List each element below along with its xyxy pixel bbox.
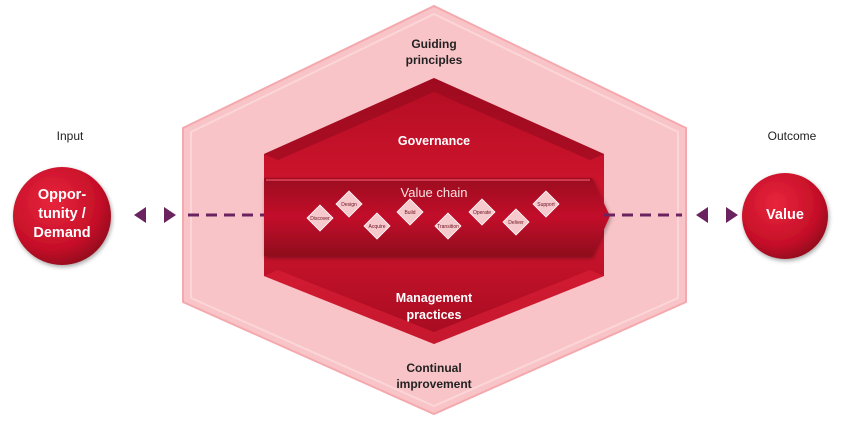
- activity-label: Acquire: [369, 224, 386, 230]
- outcome-heading: Outcome: [767, 129, 817, 143]
- management-practices-label: Management practices: [396, 290, 472, 324]
- input-heading: Input: [56, 129, 84, 143]
- activity-label: Support: [537, 202, 555, 208]
- activity-label: Operate: [473, 210, 491, 216]
- activity-label: Discover: [310, 216, 330, 222]
- outer-hexagon-inner-edge: [190, 12, 679, 408]
- activity-label: Transition: [437, 224, 459, 230]
- activity-diamond: [502, 208, 530, 236]
- guiding-principles-line-1: Guiding: [411, 37, 457, 51]
- input-arrow-right-icon: [164, 207, 176, 223]
- outcome-circle-label: Value: [766, 207, 804, 223]
- input-circle-line-2: tunity /: [38, 206, 86, 222]
- management-practices-line-1: Management: [395, 291, 473, 305]
- guiding-principles-label: Guiding principles: [406, 36, 463, 68]
- continual-improvement-line-1: Continual: [406, 361, 462, 375]
- activity-diamond: [306, 204, 334, 232]
- continual-improvement-line-2: improvement: [396, 377, 472, 391]
- guiding-principles-line-2: principles: [405, 53, 463, 67]
- activity-diamond: [335, 190, 363, 218]
- activity-label: Build: [404, 210, 415, 216]
- input-circle-line-1: Oppor-: [37, 187, 87, 203]
- outcome-arrow-left-icon: [696, 207, 708, 223]
- input-circle-label: Oppor- tunity / Demand: [33, 186, 90, 243]
- input-circle: [13, 167, 111, 265]
- outcome-circle: [742, 173, 828, 259]
- governance-label: Governance: [397, 134, 471, 148]
- activity-diamond: [532, 190, 560, 218]
- value-chain-title: Value chain: [400, 185, 468, 200]
- activity-diamond: [434, 212, 462, 240]
- input-circle-line-3: Demand: [33, 225, 91, 241]
- activity-label: Design: [341, 202, 357, 208]
- management-practices-line-2: practices: [406, 308, 462, 322]
- input-arrow-left-icon: [134, 207, 146, 223]
- activity-diamond: [396, 198, 424, 226]
- activity-diamond: [363, 212, 391, 240]
- activity-label: Deliver: [508, 220, 524, 226]
- activity-diamond: [468, 198, 496, 226]
- continual-improvement-label: Continual improvement: [396, 360, 471, 392]
- outcome-arrow-right-icon: [726, 207, 738, 223]
